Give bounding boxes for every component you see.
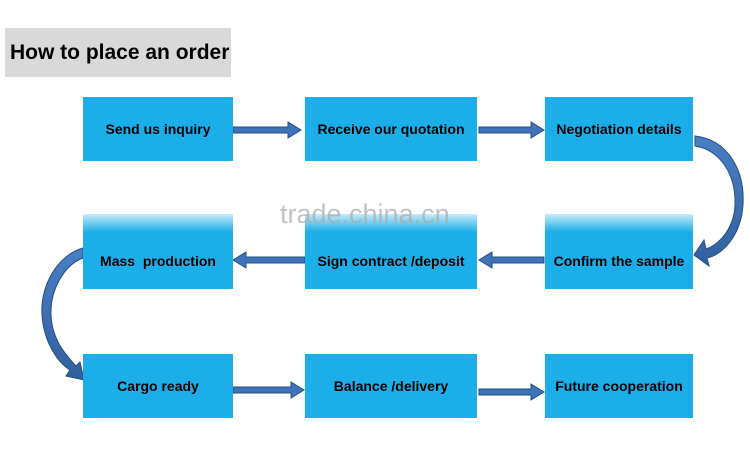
watermark: trade.china.cn [280, 199, 450, 229]
step-cargo-ready: Cargo ready [83, 354, 233, 418]
step-label: Balance /delivery [333, 378, 449, 394]
step-send-inquiry: Send us inquiry [83, 97, 233, 161]
step-future-cooperation: Future cooperation [545, 354, 693, 418]
arrow-step1-to-step2 [232, 121, 302, 139]
step-label: Mass production [100, 252, 216, 269]
step-negotiation-details: Negotiation details [545, 97, 693, 161]
step-label: Send us inquiry [105, 121, 211, 137]
step-confirm-sample: Confirm the sample [545, 214, 693, 289]
curved-arrow-left [41, 247, 85, 381]
step-sign-contract: Sign contract /deposit [305, 214, 477, 289]
page-title: How to place an order [5, 28, 231, 77]
arrow-step8-to-step9 [478, 383, 545, 401]
arrow-step4-to-step5 [478, 251, 545, 269]
step-balance-delivery: Balance /delivery [305, 354, 477, 418]
page-title-text: How to place an order [10, 40, 230, 64]
step-mass-production: Mass production [83, 214, 233, 289]
step-label: Future cooperation [555, 378, 683, 394]
step-label: Negotiation details [556, 121, 682, 137]
step-receive-quotation: Receive our quotation [305, 97, 477, 161]
arrow-step7-to-step8 [232, 381, 305, 399]
step-label: Confirm the sample [553, 252, 685, 269]
curved-arrow-right [693, 135, 744, 268]
step-label: Receive our quotation [317, 121, 465, 137]
arrow-step2-to-step3 [478, 121, 545, 139]
step-label: Cargo ready [117, 378, 199, 394]
arrow-step5-to-step6 [232, 251, 306, 269]
step-label: Sign contract /deposit [317, 252, 465, 269]
